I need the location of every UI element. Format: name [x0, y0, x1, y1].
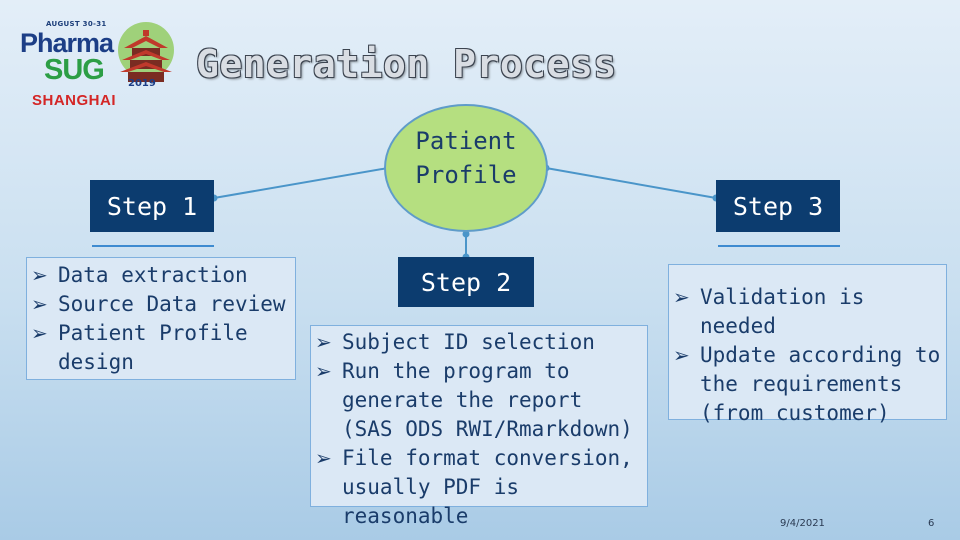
logo-dates: AUGUST 30-31 — [46, 20, 107, 28]
connector-profile-to-step3 — [545, 167, 717, 199]
logo-year: 2019 — [128, 78, 156, 89]
step1-box: Step 1 — [90, 180, 214, 232]
logo-sug: SUG — [44, 54, 105, 86]
step1-bullet: Source Data review — [29, 290, 293, 319]
step1-details: Data extraction Source Data review Patie… — [26, 257, 296, 380]
step3-details: Validation is needed Update according to… — [668, 264, 947, 425]
step2-bullet: File format conversion, usually PDF is r… — [313, 444, 645, 531]
pharmasug-logo: AUGUST 30-31 Pharma SUG 2019 SHANGHAI — [18, 18, 178, 110]
step2-box: Step 2 — [398, 257, 534, 307]
step1-underline — [92, 245, 214, 247]
patient-profile-label: Patient Profile — [415, 127, 517, 189]
connector-step1-to-profile — [213, 167, 389, 199]
step2-details: Subject ID selection Run the program to … — [310, 325, 648, 528]
step2-bullet: Run the program to generate the report (… — [313, 357, 645, 444]
logo-city: SHANGHAI — [32, 92, 117, 109]
page-number: 6 — [928, 518, 935, 529]
step3-bullet: Validation is needed — [671, 283, 944, 341]
step3-underline — [718, 245, 840, 247]
pagoda-icon — [120, 30, 172, 82]
patient-profile-node: Patient Profile — [384, 104, 548, 232]
step3-box: Step 3 — [716, 180, 840, 232]
step3-bullet: Update according to the requirements (fr… — [671, 341, 944, 428]
step1-bullet: Patient Profile design — [29, 319, 293, 377]
slide-title: Generation Process — [196, 42, 617, 86]
step2-bullet: Subject ID selection — [313, 328, 645, 357]
logo-pharma: Pharma — [20, 28, 114, 58]
step1-bullet: Data extraction — [29, 261, 293, 290]
connector-dot — [462, 230, 470, 238]
footer-date: 9/4/2021 — [780, 518, 825, 529]
